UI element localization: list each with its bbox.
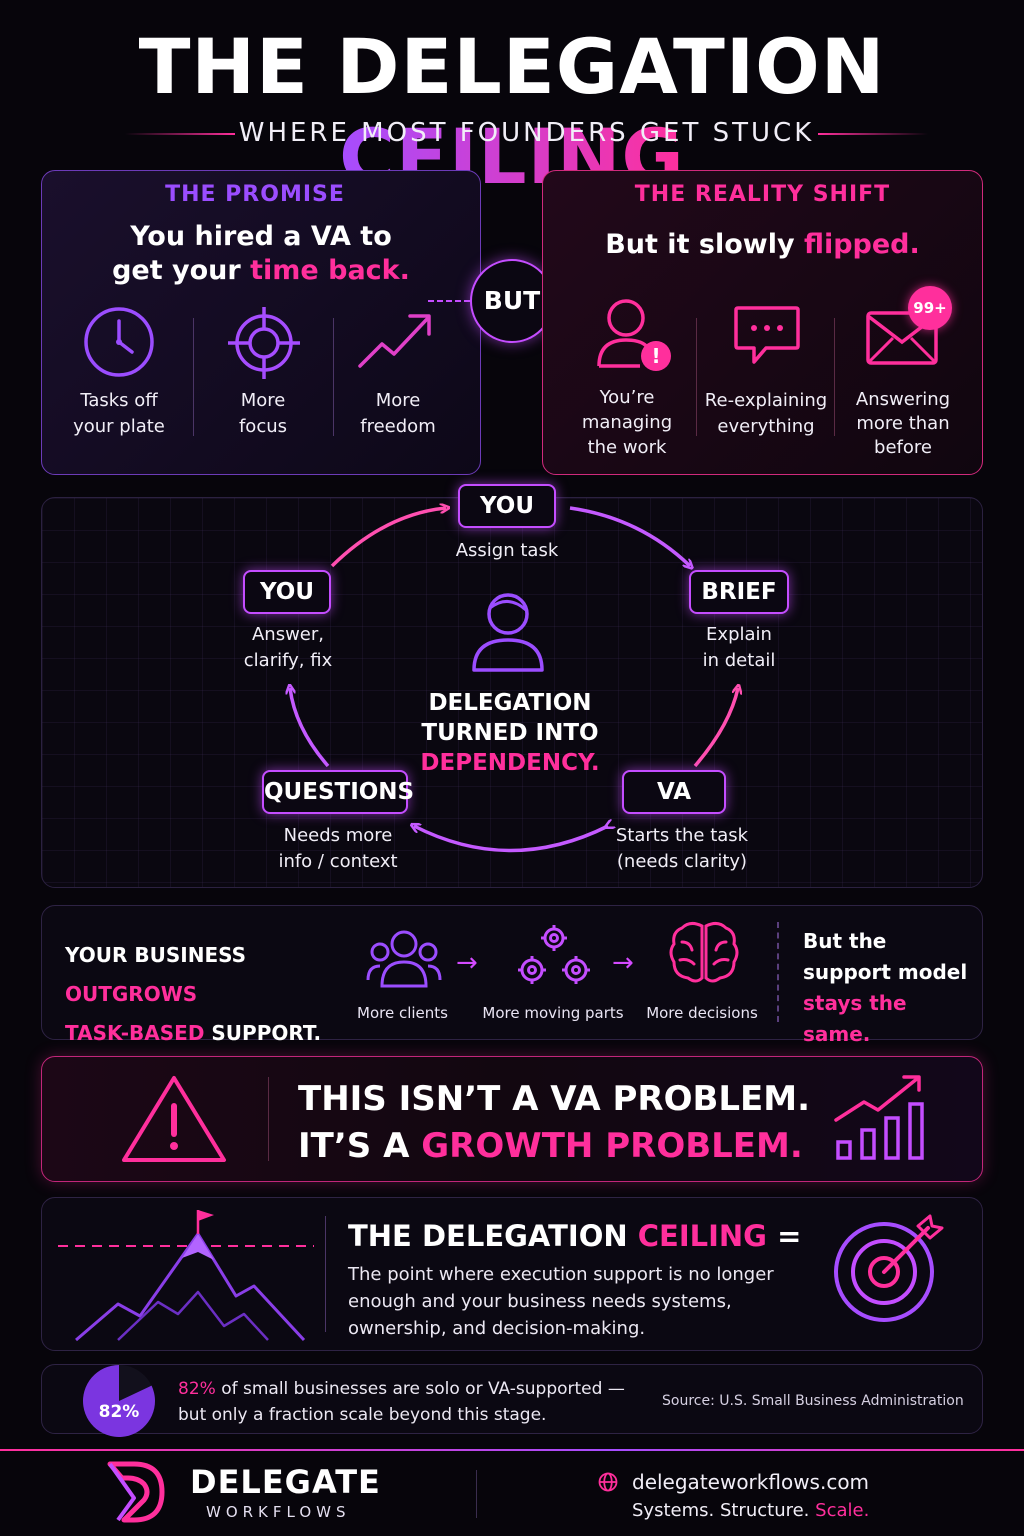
cycle-arrows: [0, 0, 1024, 853]
cycle-desc-bottom-right: Starts the task(needs clarity): [615, 825, 749, 872]
outgrows-side-text: But the support model stays the same.: [803, 929, 968, 1046]
mountain-flag-icon: [58, 1210, 314, 1342]
reality-panel: [542, 170, 983, 475]
outgrows-divider: [777, 922, 779, 1022]
gears-icon: [518, 925, 590, 984]
but-badge: BUT: [470, 259, 554, 343]
arrow-top-to-right: [569, 506, 690, 566]
cycle-center-text: DELEGATION TURNED INTO DEPENDENCY.: [420, 690, 600, 776]
chat-bubble-icon: [734, 306, 800, 364]
reality-divider-1: [696, 318, 697, 436]
arrow-left-to-top: [330, 508, 446, 568]
footer-tagline: Systems. Structure. Scale.: [632, 1500, 870, 1521]
promise-heading: THE PROMISE: [165, 182, 345, 207]
arrow-bottomright-to-right: [693, 688, 738, 768]
footer-separator: [0, 1449, 1024, 1451]
cycle-desc-top: Assign task: [455, 540, 559, 561]
cycle-node-va: VA: [622, 770, 726, 814]
page-title: THE DELEGATION CEILING: [0, 22, 1024, 202]
stat-pie-chart: [83, 1365, 155, 1437]
reality-statement: But it slowly flipped.: [605, 229, 920, 260]
stat-text: 82% of small businesses are solo or VA-s…: [178, 1379, 625, 1425]
step-label-decisions: More decisions: [646, 1004, 758, 1022]
globe-icon: [598, 1472, 618, 1492]
reality-divider-2: [834, 318, 835, 436]
user-alert-icon: !: [597, 299, 671, 371]
definition-title: THE DELEGATION CEILING =: [348, 1219, 802, 1253]
brain-icon: [669, 921, 739, 983]
title-main: THE DELEGATION: [138, 22, 886, 111]
target-crosshair-icon: [228, 307, 300, 379]
but-connector-left: [428, 300, 470, 302]
step-label-clients: More clients: [357, 1004, 448, 1022]
clock-icon: [84, 307, 154, 377]
step-label-moving-parts: More moving parts: [482, 1004, 624, 1022]
cycle-node-you-top: YOU: [458, 484, 556, 528]
svg-text:!: !: [651, 344, 660, 368]
person-icon: [472, 593, 544, 672]
arrow-bottomright-to-bottomleft: [414, 826, 608, 853]
problem-statement: THIS ISN’T A VA PROBLEM. IT’S A GROWTH P…: [298, 1079, 811, 1166]
page-subtitle: WHERE MOST FOUNDERS GET STUCK: [238, 118, 815, 148]
promise-divider-2: [333, 318, 334, 436]
definition-divider: [325, 1216, 326, 1332]
stat-pie-slice: [83, 1365, 155, 1437]
stat-panel: [41, 1364, 983, 1434]
trend-up-arrow-icon: [358, 314, 431, 368]
footer-divider: [476, 1470, 477, 1518]
outgrows-panel: [41, 905, 983, 1040]
stat-pie-value: 82%: [98, 1402, 140, 1422]
outgrows-heading: YOUR BUSINESS OUTGROWS TASK-BASED SUPPOR…: [65, 943, 322, 1045]
footer-brand: DELEGATE: [190, 1463, 381, 1501]
cycle-node-brief: BRIEF: [689, 570, 789, 614]
promise-statement: You hired a VA to get your time back.: [112, 221, 410, 286]
stat-source: Source: U.S. Small Business Administrati…: [662, 1393, 964, 1409]
promise-divider-1: [193, 318, 194, 436]
cycle-node-questions: QUESTIONS: [262, 770, 414, 814]
target-dart-icon: [834, 1214, 944, 1322]
subtitle-line-left: [125, 133, 235, 135]
cycle-desc-left: Answer,clarify, fix: [243, 624, 333, 671]
people-group-icon: [366, 930, 442, 988]
footer-website-link[interactable]: delegateworkflows.com: [632, 1470, 870, 1494]
arrow-right-icon-2: →: [612, 948, 634, 978]
inbox-count-badge: 99+: [908, 286, 952, 330]
delegate-logo-icon: [107, 1461, 165, 1523]
reality-heading: THE REALITY SHIFT: [634, 182, 891, 207]
growth-chart-icon: [834, 1075, 924, 1160]
problem-divider: [268, 1077, 269, 1161]
arrow-right-icon: →: [456, 948, 478, 978]
subtitle-line-right: [818, 133, 928, 135]
warning-triangle-icon: [122, 1076, 226, 1162]
footer-brand-sub: WORKFLOWS: [206, 1503, 351, 1521]
definition-body: The point where execution support is no …: [348, 1264, 774, 1339]
promise-panel: [41, 170, 481, 475]
cycle-node-you-left: YOU: [243, 570, 331, 614]
arrow-bottomleft-to-left: [290, 688, 330, 768]
